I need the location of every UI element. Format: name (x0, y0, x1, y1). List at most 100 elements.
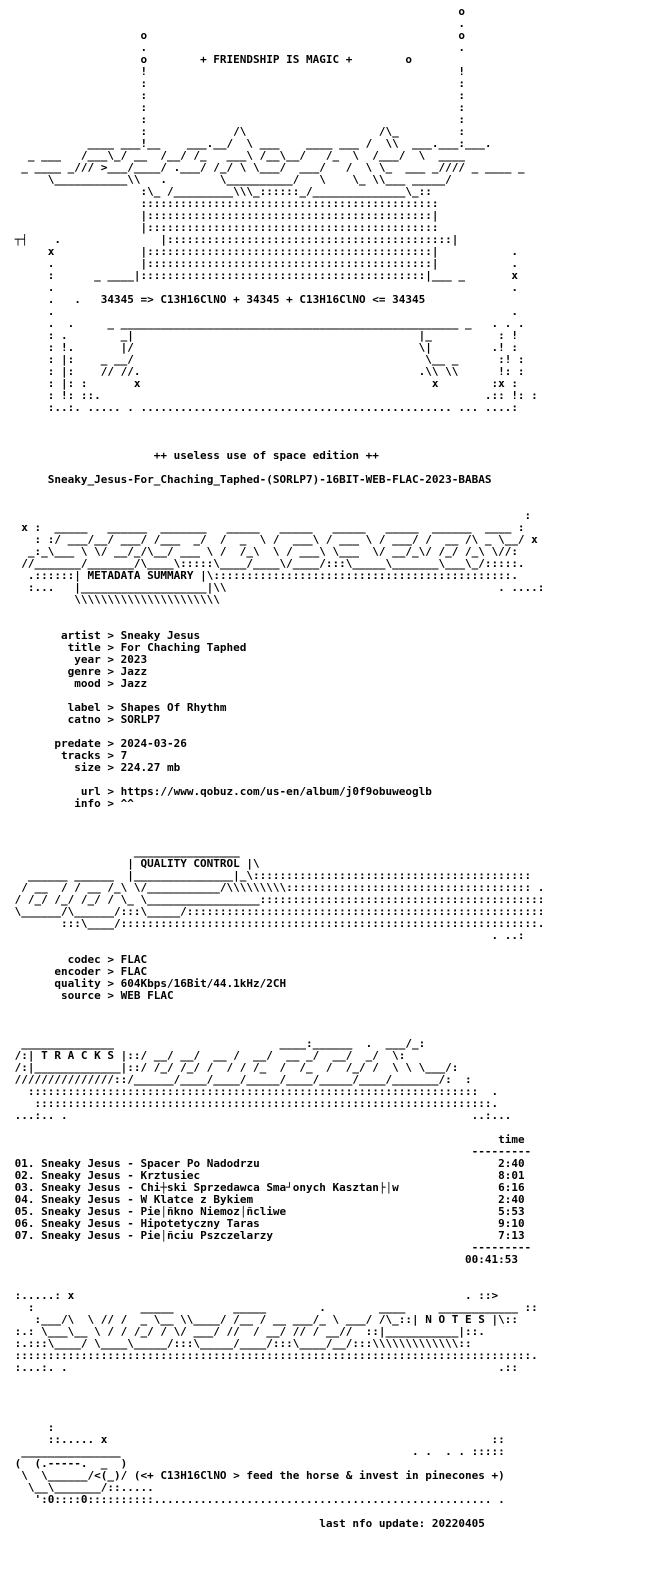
footer-update_value: 20220405 (431, 1518, 485, 1530)
header-art: . . (8, 282, 518, 294)
track-row: 03. Sneaky Jesus - Chi┼ski Sprzedawca Sm… (14, 1182, 525, 1194)
tracklist-items-6-time: 7:13 (498, 1230, 525, 1242)
header-art: . |:::::::::::::::::::::::::::::::::::::… (8, 258, 518, 270)
sections-metadata: METADATA SUMMARY (87, 570, 194, 582)
blank-line (8, 1026, 544, 1038)
meta-row-label: label > Shapes Of Rhythm (8, 702, 227, 714)
blank-line (8, 1374, 544, 1386)
notes-art: :.: \___\__ \ / / /_/ / \/ ___/ // / __/… (8, 1326, 485, 1338)
header-art: ! ! (8, 66, 465, 78)
metadata-7-value: 2024-03-26 (120, 738, 187, 750)
track-row: 04. Sneaky Jesus - W Klatce z Bykiem 2:4… (14, 1194, 525, 1206)
metadata-3-value: Jazz (120, 666, 148, 678)
tracklist-items-2-artist: Sneaky Jesus (41, 1182, 121, 1194)
footer-art: _______________ . . . . ::::: (8, 1446, 505, 1458)
meta-row-artist: artist > Sneaky Jesus (8, 630, 201, 642)
quality-art: / __ / / __ /_\ \/___________/\\\\\\\\\:… (8, 882, 545, 894)
header-art: : : (8, 102, 465, 114)
meta-row-info: info > ^^ (8, 798, 134, 810)
tracks-art: ______________ ____:______ . ___/_: (8, 1038, 426, 1050)
blank-line (8, 486, 544, 498)
meta-row-tracks: tracks > 7 (8, 750, 128, 762)
footer-update_label: last nfo update: (319, 1518, 426, 1530)
header-art: : |: // //. .\\ \\ !: : (8, 366, 525, 378)
header-art: :..:. ..... . ..........................… (8, 402, 518, 414)
blank-line (8, 690, 544, 702)
tracks-total: 00:41:53 (8, 1254, 544, 1266)
tracks-art: ///////////////::/______/____/____/_____… (8, 1074, 472, 1086)
metadata-11-value: ^^ (120, 798, 134, 810)
metadata-1-value: For Chaching Taphed (120, 642, 247, 654)
notes-art: :.:::\____/ \____\_____/:::\_____/____/:… (8, 1338, 472, 1350)
header-friendship: + FRIENDSHIP IS MAGIC + (200, 54, 353, 66)
tracks-art: ::::::::::::::::::::::::::::::::::::::::… (8, 1098, 499, 1110)
tracks-time-header: time (8, 1134, 544, 1146)
tracklist-items-3-time: 2:40 (498, 1194, 525, 1206)
blank-line (8, 1410, 544, 1422)
blank-line (8, 1278, 544, 1290)
blank-line (8, 498, 544, 510)
header-art: . . (8, 306, 518, 318)
footer-art: ':0::::0::::::::::......................… (8, 1494, 505, 1506)
quality-art: \______/\______/:::\_____/::::::::::::::… (8, 906, 545, 918)
tracklist-items-6-title: Pie│ñciu Pszczelarzy (140, 1230, 273, 1242)
metadata-art: :... |___________________|\\ . ....: (8, 582, 545, 594)
quality-art: / /_/ /_/ /_/ / \_ \_________________:::… (8, 894, 545, 906)
track-row: 06. Sneaky Jesus - Hipotetyczny Taras 9:… (14, 1218, 525, 1230)
header-art: : |: : x x :x : (8, 378, 518, 390)
tracklist-items-0-time: 2:40 (498, 1158, 525, 1170)
tracklist-items-0-no: 01. (14, 1158, 35, 1170)
track-row: 01. Sneaky Jesus - Spacer Po Nadodrzu 2:… (14, 1158, 525, 1170)
quality-row-codec: codec > FLAC (8, 954, 148, 966)
meta-row-size: size > 224.27 mb (8, 762, 181, 774)
blank-line (8, 774, 544, 786)
quality-row-encoder: encoder > FLAC (8, 966, 148, 978)
tracklist-items-1-artist: Sneaky Jesus (41, 1170, 121, 1182)
header-art: . . _ __________________________________… (8, 318, 525, 330)
quality-art: | QUALITY CONTROL |\ (8, 858, 260, 870)
sections-quality: QUALITY CONTROL (140, 858, 240, 870)
blank-line (8, 1014, 544, 1026)
quality-row-source: source > WEB FLAC (8, 990, 174, 1002)
footer-art: ::..... x :: (8, 1434, 505, 1446)
footer-art: ( (.-----. _ ) (8, 1458, 128, 1470)
metadata-5-value: Shapes Of Rhythm (120, 702, 227, 714)
blank-line (8, 810, 544, 822)
blank-line (8, 834, 544, 846)
header-art: : _ ____|:::::::::::::::::::::::::::::::… (8, 270, 518, 282)
blank-line (8, 1398, 544, 1410)
quality-row-quality: quality > 604Kbps/16Bit/44.1kHz/2CH (8, 978, 287, 990)
footer-update: last nfo update: 20220405 (8, 1518, 544, 1530)
blank-line (8, 1386, 544, 1398)
header-edition: ++ useless use of space edition ++ (8, 450, 544, 462)
header-art: _ ____ _/// >___/____/ .___/ /_/ \ \___/… (8, 162, 525, 174)
tracklist-items-5-no: 06. (14, 1218, 35, 1230)
tracklist-items-4-time: 5:53 (498, 1206, 525, 1218)
tracklist-items-6-artist: Sneaky Jesus (41, 1230, 121, 1242)
tracklist-items-4-artist: Sneaky Jesus (41, 1206, 121, 1218)
header-art: o (8, 6, 465, 18)
metadata-art: .::::::| METADATA SUMMARY |\::::::::::::… (8, 570, 518, 582)
tracks-art: ...:.. . ..:... (8, 1110, 512, 1122)
quality-art: :::\____/:::::::::::::::::::::::::::::::… (8, 918, 545, 930)
header-art: . . 34345 => C13H16ClNO + 34345 + C13H16… (8, 294, 426, 306)
quality-0-value: FLAC (120, 954, 148, 966)
tracklist-items-4-title: Pie│ñkno Niemoz│ñcliwe (140, 1206, 287, 1218)
header-art: : !. |/ \| .! : (8, 342, 518, 354)
release-name: Sneaky_Jesus-For_Chaching_Taphed-(SORLP7… (8, 474, 544, 486)
notes-art: :.....: x . ::> (8, 1290, 499, 1302)
header-art: . . (8, 42, 465, 54)
tracklist-items-5-time: 9:10 (498, 1218, 525, 1230)
header-art: _ ___ /___\_/ __ /__/ /_ ___\ /__\__/ /_… (8, 150, 465, 162)
header-art: x |:::::::::::::::::::::::::::::::::::::… (8, 246, 518, 258)
nfo-text: o . o o . (8, 6, 545, 1530)
metadata-9-value: 224.27 mb (120, 762, 181, 774)
metadata-art: x : _____ ______ _______ _____ _____ ___… (8, 522, 525, 534)
metadata-art: _:_\___ \ \/ __/_/\__/ ___ \ / /_\ \ / _… (8, 546, 518, 558)
notes-art: ::::::::::::::::::::::::::::::::::::::::… (8, 1350, 538, 1362)
metadata-art: : (8, 510, 532, 522)
tracks-separator: --------- (8, 1242, 532, 1254)
quality-3-value: WEB FLAC (120, 990, 174, 1002)
sections-tracks: T R A C K S (41, 1050, 114, 1062)
header-art: ┬┤ . |::::::::::::::::::::::::::::::::::… (8, 234, 459, 246)
